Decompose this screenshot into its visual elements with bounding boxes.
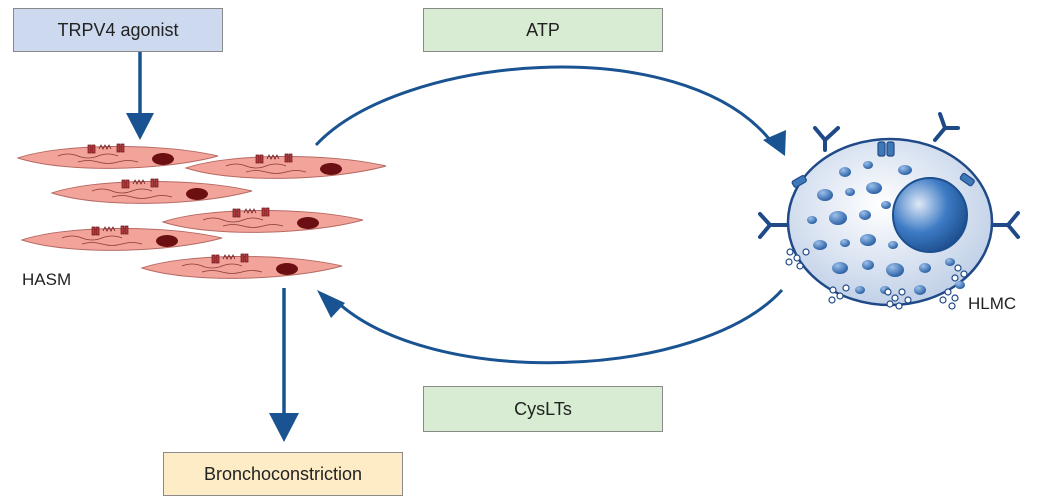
smooth-muscle-cell	[17, 143, 219, 169]
atp-box: ATP	[423, 8, 663, 52]
smooth-muscle-cell	[21, 225, 223, 251]
atp-label: ATP	[526, 19, 560, 40]
bronchoconstriction-box: Bronchoconstriction	[163, 452, 403, 496]
trpv4-agonist-label: TRPV4 agonist	[57, 19, 179, 40]
smooth-muscle-cell	[51, 178, 253, 204]
bronchoconstriction-label: Bronchoconstriction	[203, 463, 363, 484]
cyslts-box: CysLTs	[423, 386, 663, 432]
smooth-muscle-cell	[162, 207, 364, 233]
smooth-muscle-cell	[141, 253, 343, 279]
arrow-atp-hasm-to-hlmc	[314, 65, 786, 156]
arrow-cyslts-hlmc-to-hasm	[317, 288, 784, 365]
hlmc-label: HLMC	[968, 294, 1017, 313]
cyslts-label: CysLTs	[514, 398, 572, 419]
arrow-hasm-to-bronchoconstriction	[269, 288, 299, 442]
trpv4-agonist-box: TRPV4 agonist	[13, 8, 223, 52]
hasm-cells	[17, 143, 387, 279]
smooth-muscle-cell	[185, 153, 387, 179]
degranulation-vesicles	[785, 248, 968, 310]
hlmc-mast-cell	[758, 112, 1020, 310]
hasm-label: HASM	[22, 270, 72, 289]
arrow-trpv4-to-hasm	[126, 52, 154, 140]
